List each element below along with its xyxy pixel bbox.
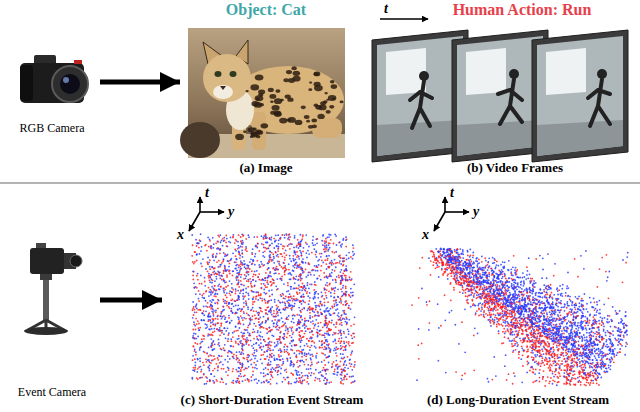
figure-stage: RGB CameraObject: Cat(a) ImageHuman Acti… bbox=[0, 0, 640, 412]
